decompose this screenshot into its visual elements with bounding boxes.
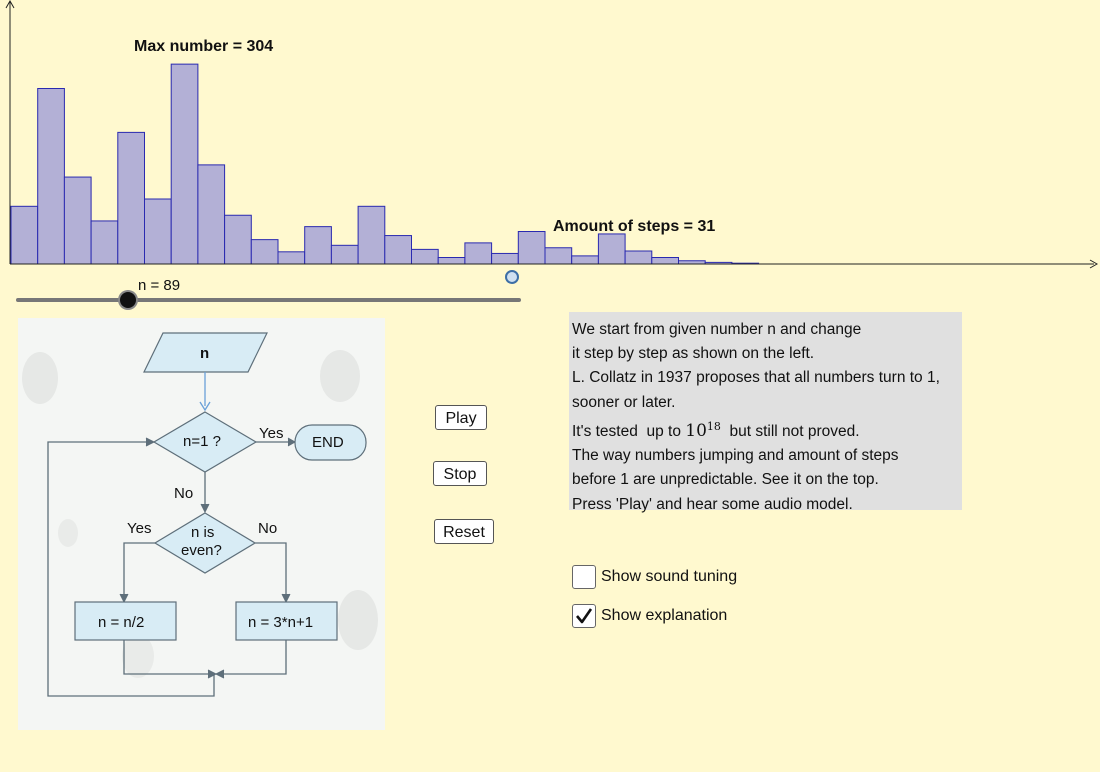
sound-tuning-checkbox[interactable]	[572, 565, 596, 589]
bar-20	[544, 247, 573, 265]
flow-yes1-label: Yes	[259, 425, 284, 442]
play-button[interactable]: Play	[435, 405, 487, 430]
explanation-label: Show explanation	[601, 607, 728, 624]
bar-4	[117, 131, 146, 265]
explanation-line: The way numbers jumping and amount of st…	[572, 447, 899, 465]
power-exponent: 18	[706, 419, 721, 433]
bar-6	[170, 63, 199, 265]
explanation-line: It's tested up to 1018 but still not pro…	[572, 415, 959, 444]
input-shape	[143, 332, 268, 373]
bar-12	[330, 244, 359, 265]
flowchart-graphic	[22, 332, 378, 697]
explanation-panel: We start from given number n and change …	[569, 312, 962, 513]
bar-3	[90, 220, 119, 265]
bar-16	[437, 257, 466, 265]
bar-0	[10, 205, 39, 265]
explanation-line: before 1 are unpredictable. See it on th…	[572, 471, 879, 489]
explanation-line: it step by step as shown on the left.	[572, 345, 815, 363]
sound-tuning-option[interactable]: Show sound tuning	[572, 565, 737, 589]
stop-button[interactable]: Stop	[433, 461, 487, 486]
flow-decision1-label: n=1 ?	[183, 433, 221, 450]
bar-19	[517, 231, 546, 265]
flow-left-box-label: n = n/2	[98, 614, 145, 631]
explanation-line: sooner or later.	[572, 393, 676, 411]
explanation-line: L. Collatz in 1937 proposes that all num…	[572, 369, 940, 387]
steps-label: Amount of steps = 31	[553, 218, 716, 235]
flow-decision2-line2: even?	[181, 542, 222, 559]
bar-13	[357, 205, 386, 265]
bar-24	[651, 257, 679, 265]
reset-button[interactable]: Reset	[434, 519, 494, 544]
bar-22	[597, 233, 626, 265]
explanation-checkbox[interactable]	[572, 604, 596, 628]
histogram-chart	[5, 0, 1099, 269]
explanation-line: We start from given number n and change	[572, 321, 862, 338]
explanation-text: It's tested up to	[572, 422, 686, 440]
explanation-option[interactable]: Show explanation	[572, 604, 727, 628]
left-box-shape	[74, 601, 177, 641]
bar-9	[250, 239, 279, 265]
bar-23	[624, 250, 653, 265]
power-base: 10	[685, 420, 707, 441]
sound-tuning-label: Show sound tuning	[601, 568, 738, 585]
bar-21	[571, 255, 599, 265]
flow-right-box-label: n = 3*n+1	[248, 614, 314, 631]
checkmark-icon	[576, 608, 593, 624]
flow-no1-label: No	[174, 485, 194, 502]
bars-group	[10, 63, 760, 265]
explanation-line: Press 'Play' and hear some audio model.	[572, 495, 853, 513]
bar-11	[304, 226, 332, 265]
slider-label: n = 89	[138, 277, 181, 294]
bar-2	[63, 176, 92, 265]
bar-10	[277, 251, 306, 265]
bar-8	[224, 214, 252, 265]
n-slider-track[interactable]	[16, 298, 521, 302]
bar-5	[144, 198, 172, 265]
decision2-shape	[153, 512, 257, 574]
flowchart-panel: n n=1 ? Yes END No n is even? Yes No n =…	[18, 318, 385, 730]
n-slider-handle[interactable]	[120, 292, 136, 308]
flow-yes2-label: Yes	[127, 520, 152, 537]
flow-no2-label: No	[258, 520, 278, 537]
flow-decision2-line1: n is	[191, 524, 215, 541]
bar-18	[491, 252, 519, 265]
max-number-label: Max number = 304	[134, 38, 274, 55]
flow-end-label: END	[312, 434, 344, 451]
y-axis-arrow	[5, 0, 15, 9]
flow-input-label: n	[200, 345, 210, 362]
bar-17	[464, 242, 493, 265]
bar-1	[37, 88, 65, 265]
end-shape	[294, 424, 367, 461]
bar-7	[197, 164, 226, 265]
bar-15	[411, 248, 439, 265]
x-axis-arrow	[1089, 259, 1099, 269]
explanation-text: but still not proved.	[720, 422, 860, 440]
bar-14	[384, 235, 412, 265]
step-point[interactable]	[505, 270, 519, 284]
